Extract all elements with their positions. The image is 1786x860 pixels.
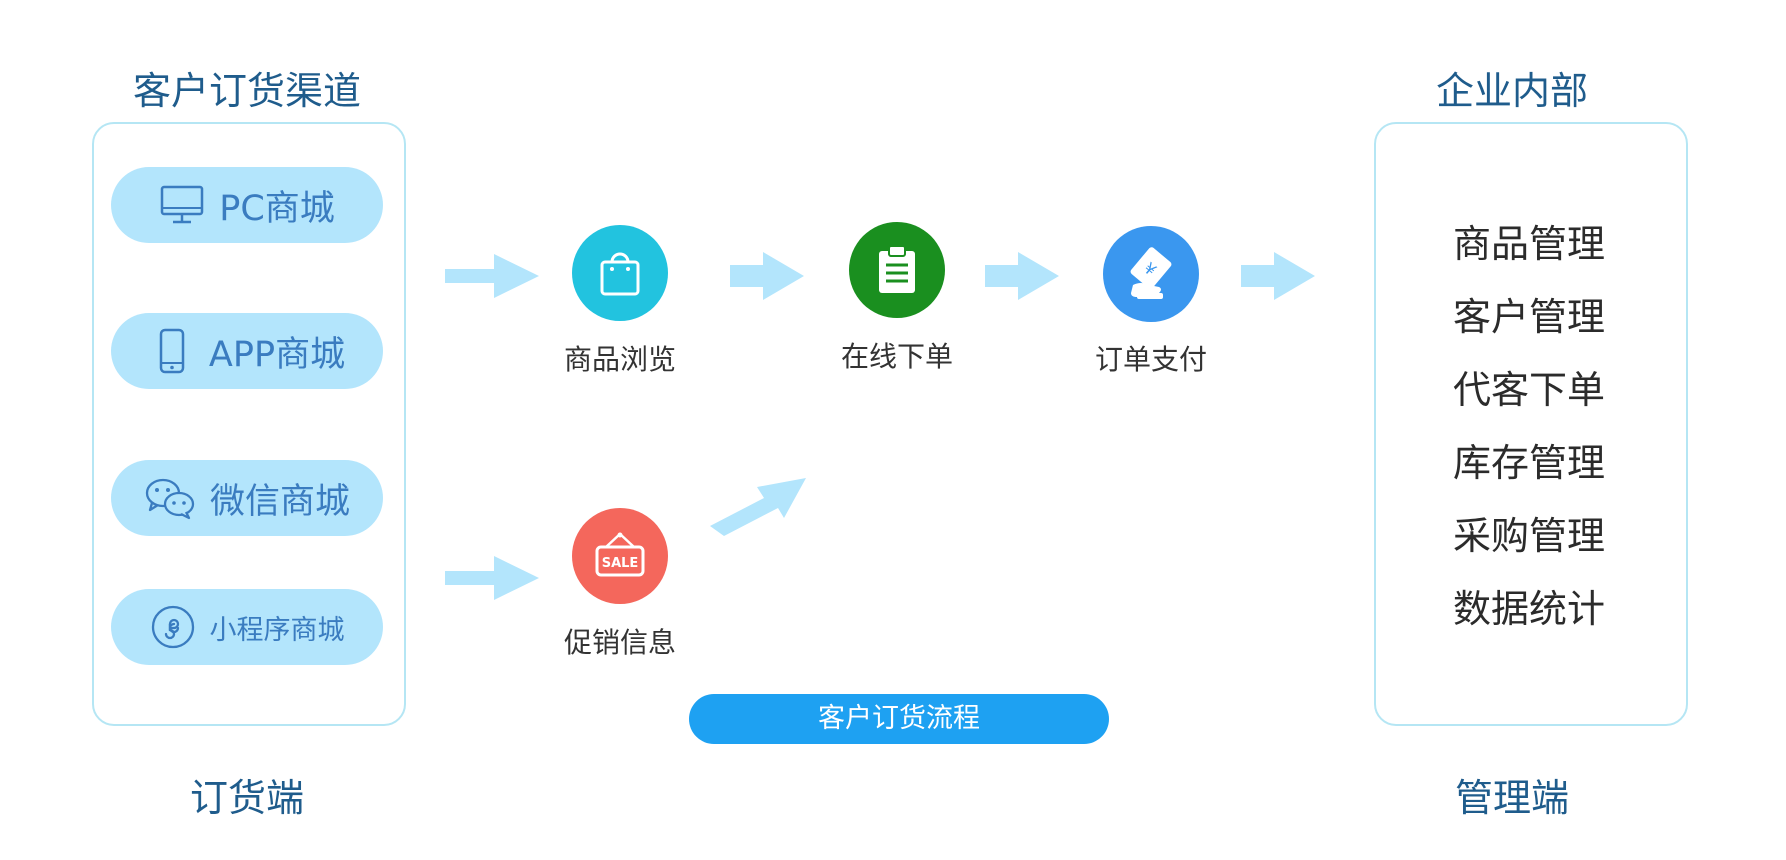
arrow-right-icon	[445, 254, 539, 298]
order-process-button[interactable]: 客户订货流程	[689, 694, 1109, 744]
channel-pc-mall[interactable]: PC商城	[111, 167, 383, 243]
channel-app-mall[interactable]: APP商城	[111, 313, 383, 389]
wechat-icon	[145, 478, 195, 520]
channel-label: APP商城	[208, 334, 346, 375]
payment-card-icon: ¥	[1130, 247, 1172, 299]
step-label: 促销信息	[563, 626, 676, 659]
arrow-right-icon	[445, 556, 539, 600]
channels-heading: 客户订货渠道	[132, 69, 361, 113]
step-label: 商品浏览	[563, 343, 676, 376]
step-payment[interactable]: ¥	[1103, 226, 1199, 322]
mini-program-icon	[151, 605, 194, 649]
channel-wechat-mall[interactable]: 微信商城	[111, 460, 383, 536]
ordering-side-label: 订货端	[189, 776, 304, 820]
enterprise-heading: 企业内部	[1435, 69, 1588, 113]
arrow-right-icon	[730, 252, 804, 300]
step-place-order[interactable]	[849, 222, 945, 318]
arrow-diagonal-icon	[710, 478, 806, 536]
clipboard-icon	[879, 245, 915, 293]
arrow-right-icon	[1241, 252, 1315, 300]
phone-icon	[159, 328, 185, 374]
management-item[interactable]: 商品管理	[1452, 222, 1605, 266]
management-item[interactable]: 采购管理	[1452, 514, 1605, 558]
channel-label: 微信商城	[209, 481, 350, 522]
management-item[interactable]: 数据统计	[1452, 587, 1605, 631]
sale-sign-icon: SALE	[595, 532, 645, 577]
management-item[interactable]: 代客下单	[1452, 368, 1605, 412]
svg-text:SALE: SALE	[602, 556, 639, 571]
shopping-bag-icon	[600, 252, 640, 296]
step-promotion[interactable]: SALE	[572, 508, 668, 604]
monitor-icon	[160, 185, 204, 224]
step-label: 订单支付	[1094, 343, 1207, 376]
step-browse[interactable]	[572, 225, 668, 321]
step-label: 在线下单	[840, 340, 953, 373]
channel-mini-program-mall[interactable]: 小程序商城	[111, 589, 383, 665]
management-list: 商品管理 客户管理 代客下单 库存管理 采购管理 数据统计	[1374, 212, 1684, 650]
management-item[interactable]: 客户管理	[1452, 295, 1605, 339]
management-panel	[1374, 122, 1688, 726]
arrow-right-icon	[985, 252, 1059, 300]
channel-label: PC商城	[219, 188, 335, 229]
management-side-label: 管理端	[1454, 776, 1569, 820]
channel-label: 小程序商城	[209, 614, 345, 646]
management-item[interactable]: 库存管理	[1452, 441, 1605, 485]
